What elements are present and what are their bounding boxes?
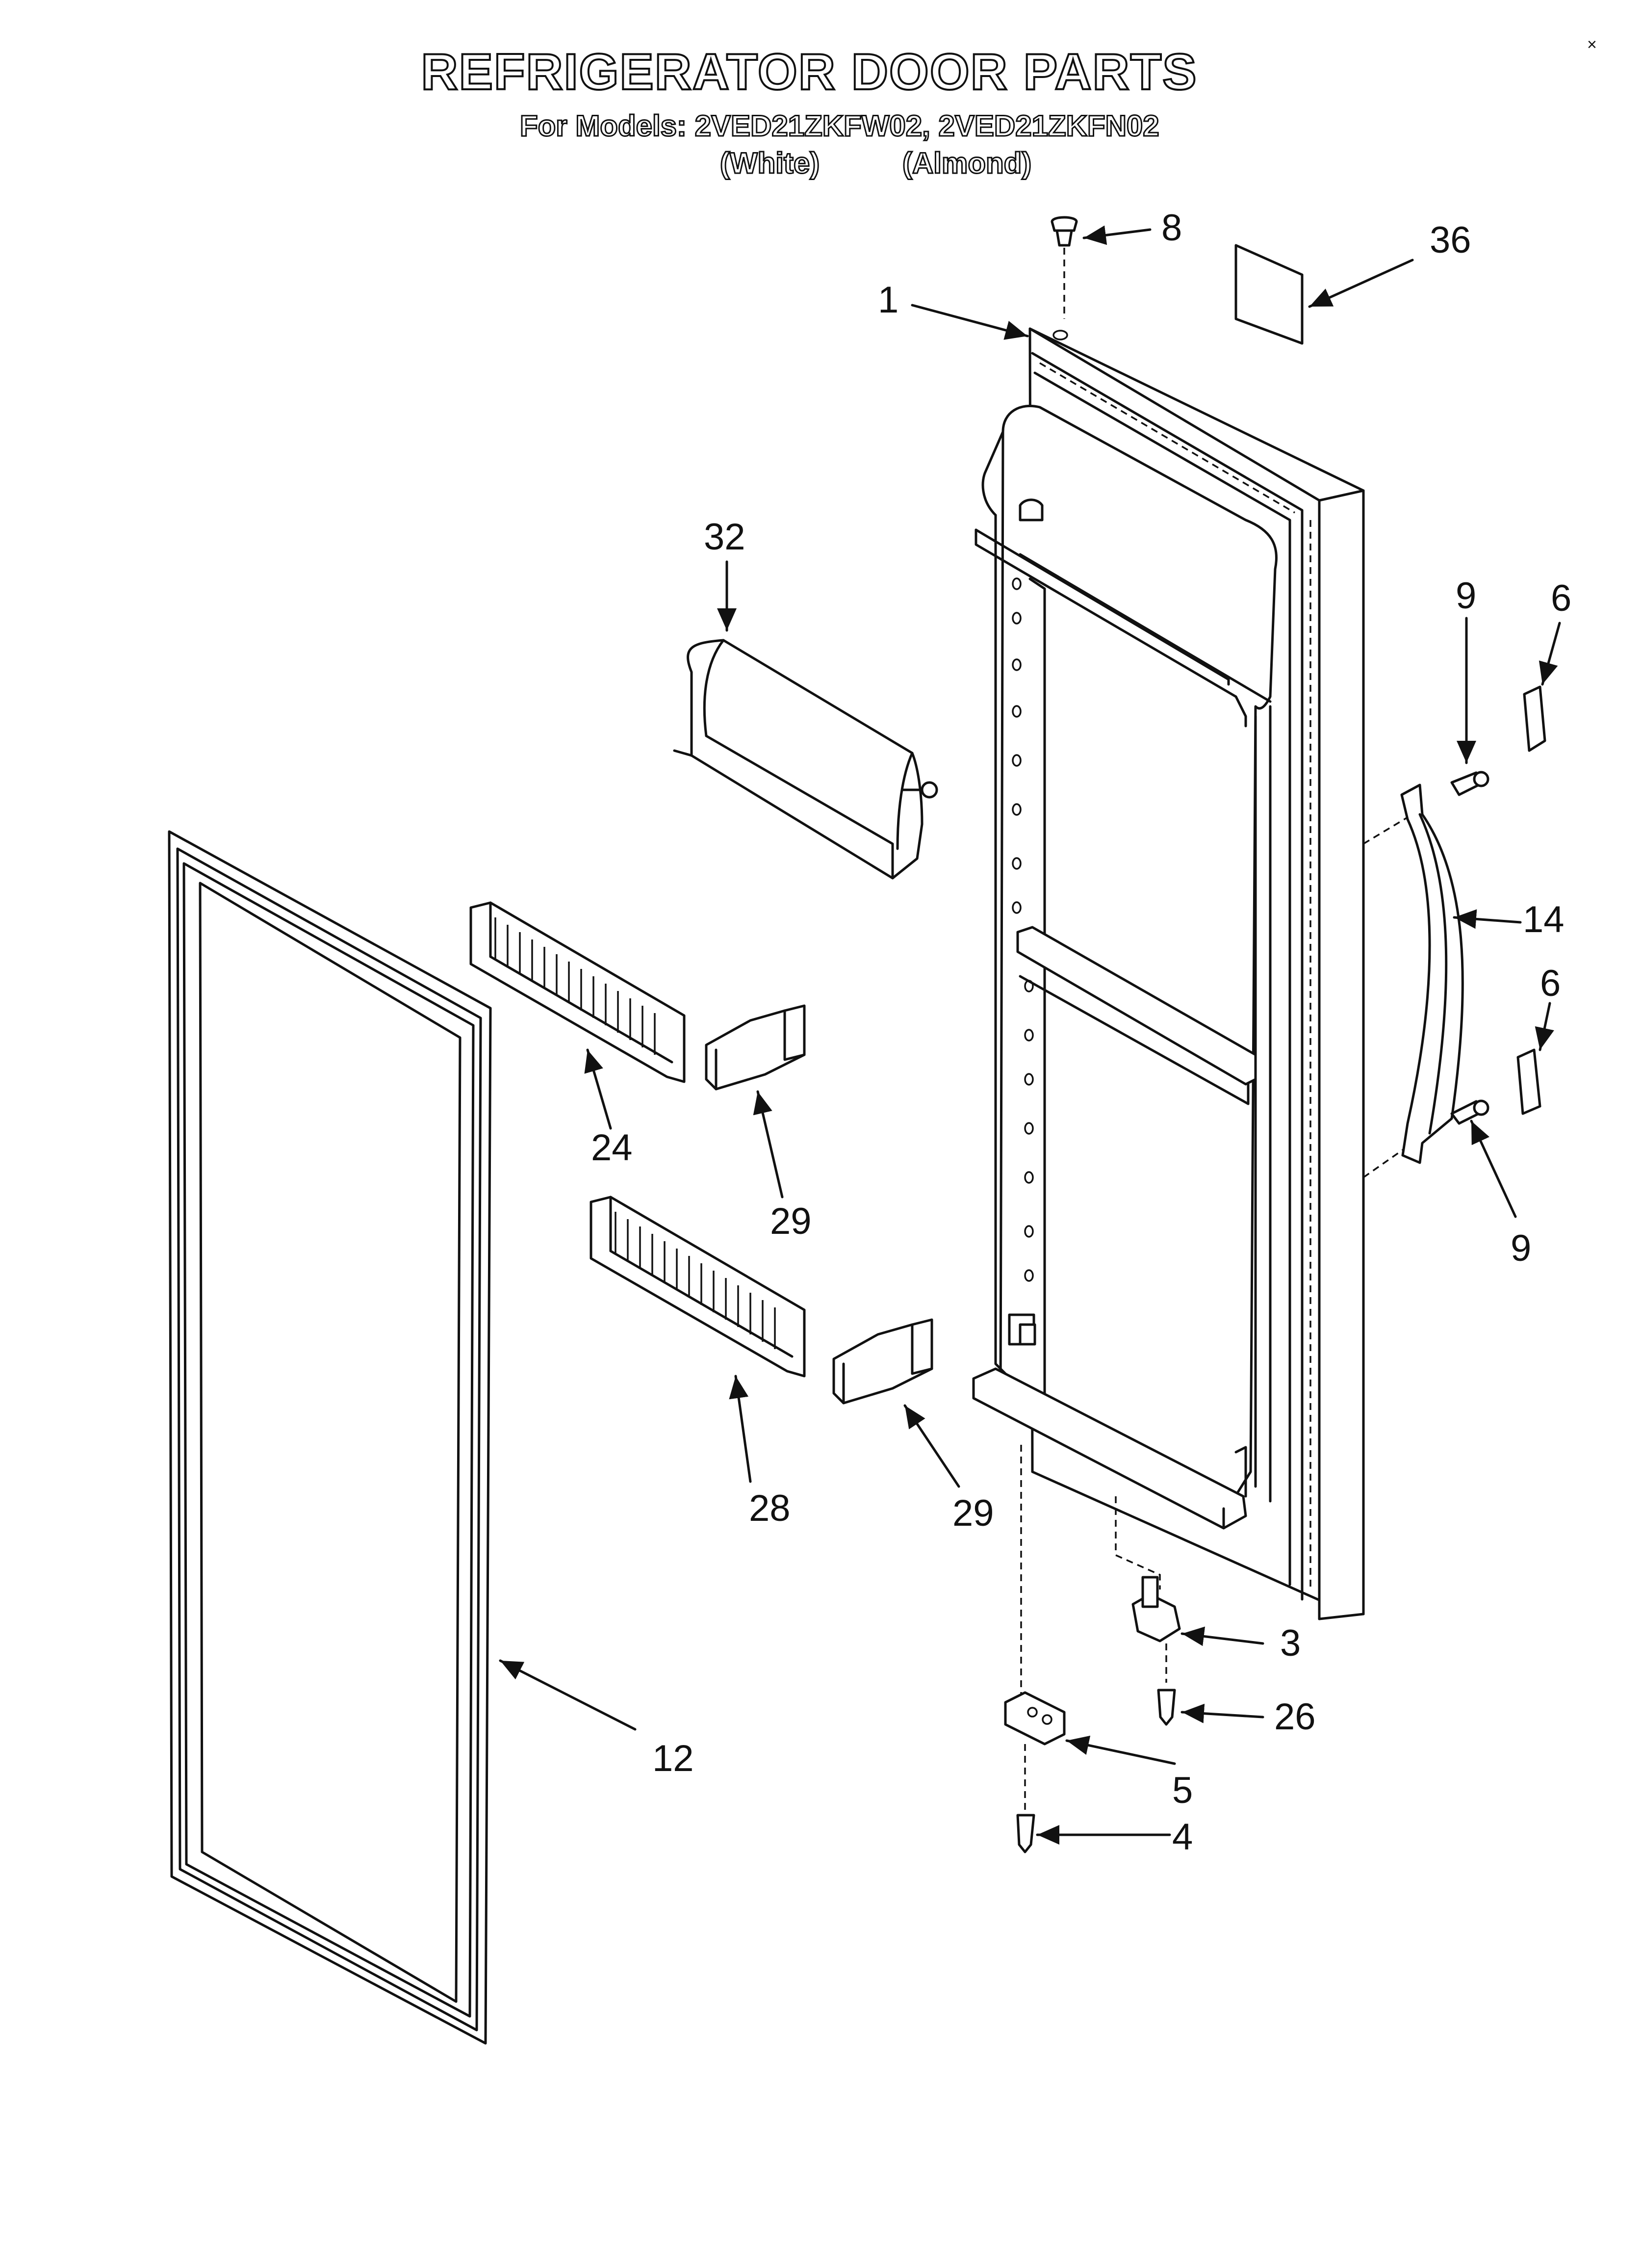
end-cap-upper-part: [705, 1004, 806, 1091]
top-plug-part: [1051, 216, 1078, 319]
callout-3: 3: [1280, 1622, 1301, 1664]
variant-white-label: (White): [719, 146, 820, 181]
callout-6-upper: 6: [1551, 577, 1571, 619]
callout-9-lower: 9: [1511, 1227, 1531, 1269]
callout-4: 4: [1172, 1816, 1193, 1858]
dairy-bin-part: [673, 639, 938, 880]
trim-cap-upper-part: [1523, 685, 1546, 752]
callout-29-lower: 29: [952, 1492, 994, 1534]
door-assembly-drawing: [972, 327, 1365, 1620]
callout-32: 32: [704, 516, 745, 558]
callout-36: 36: [1430, 219, 1471, 261]
door-gasket-part: [168, 830, 492, 2045]
handle-screw-lower-part: [1450, 1099, 1489, 1125]
trim-cap-lower-part: [1516, 1048, 1541, 1115]
callout-26: 26: [1274, 1696, 1316, 1738]
shelf-rail-28-part: [590, 1196, 806, 1378]
callout-14: 14: [1523, 899, 1565, 940]
leader-arrows: [499, 225, 1561, 1845]
callout-24: 24: [591, 1127, 633, 1169]
door-handle-part: [1362, 783, 1464, 1178]
callout-12: 12: [652, 1738, 694, 1779]
callout-6-lower: 6: [1540, 963, 1561, 1004]
callout-1: 1: [878, 279, 898, 321]
bracket-screw-part: [1016, 1744, 1035, 1853]
page-title: REFRIGERATOR DOOR PARTS: [420, 43, 1198, 102]
callout-28: 28: [749, 1487, 791, 1529]
variant-almond-label: (Almond): [901, 146, 1032, 181]
end-cap-lower-part: [832, 1318, 933, 1405]
label-card-part: [1234, 244, 1304, 345]
shelf-rail-24-part: [469, 901, 686, 1083]
corner-mark: ×: [1587, 35, 1597, 54]
door-stop-bracket-part: [1004, 1445, 1066, 1746]
hinge-part: [1115, 1496, 1181, 1642]
handle-screw-upper-part: [1450, 771, 1489, 796]
models-line: For Models: 2VED21ZKFW02, 2VED21ZKFN02: [519, 109, 1160, 143]
callout-29-upper: 29: [770, 1200, 812, 1242]
callout-9-upper: 9: [1456, 575, 1476, 617]
hinge-screw-part: [1157, 1643, 1176, 1726]
callout-5: 5: [1172, 1770, 1193, 1811]
callout-8: 8: [1161, 207, 1182, 249]
